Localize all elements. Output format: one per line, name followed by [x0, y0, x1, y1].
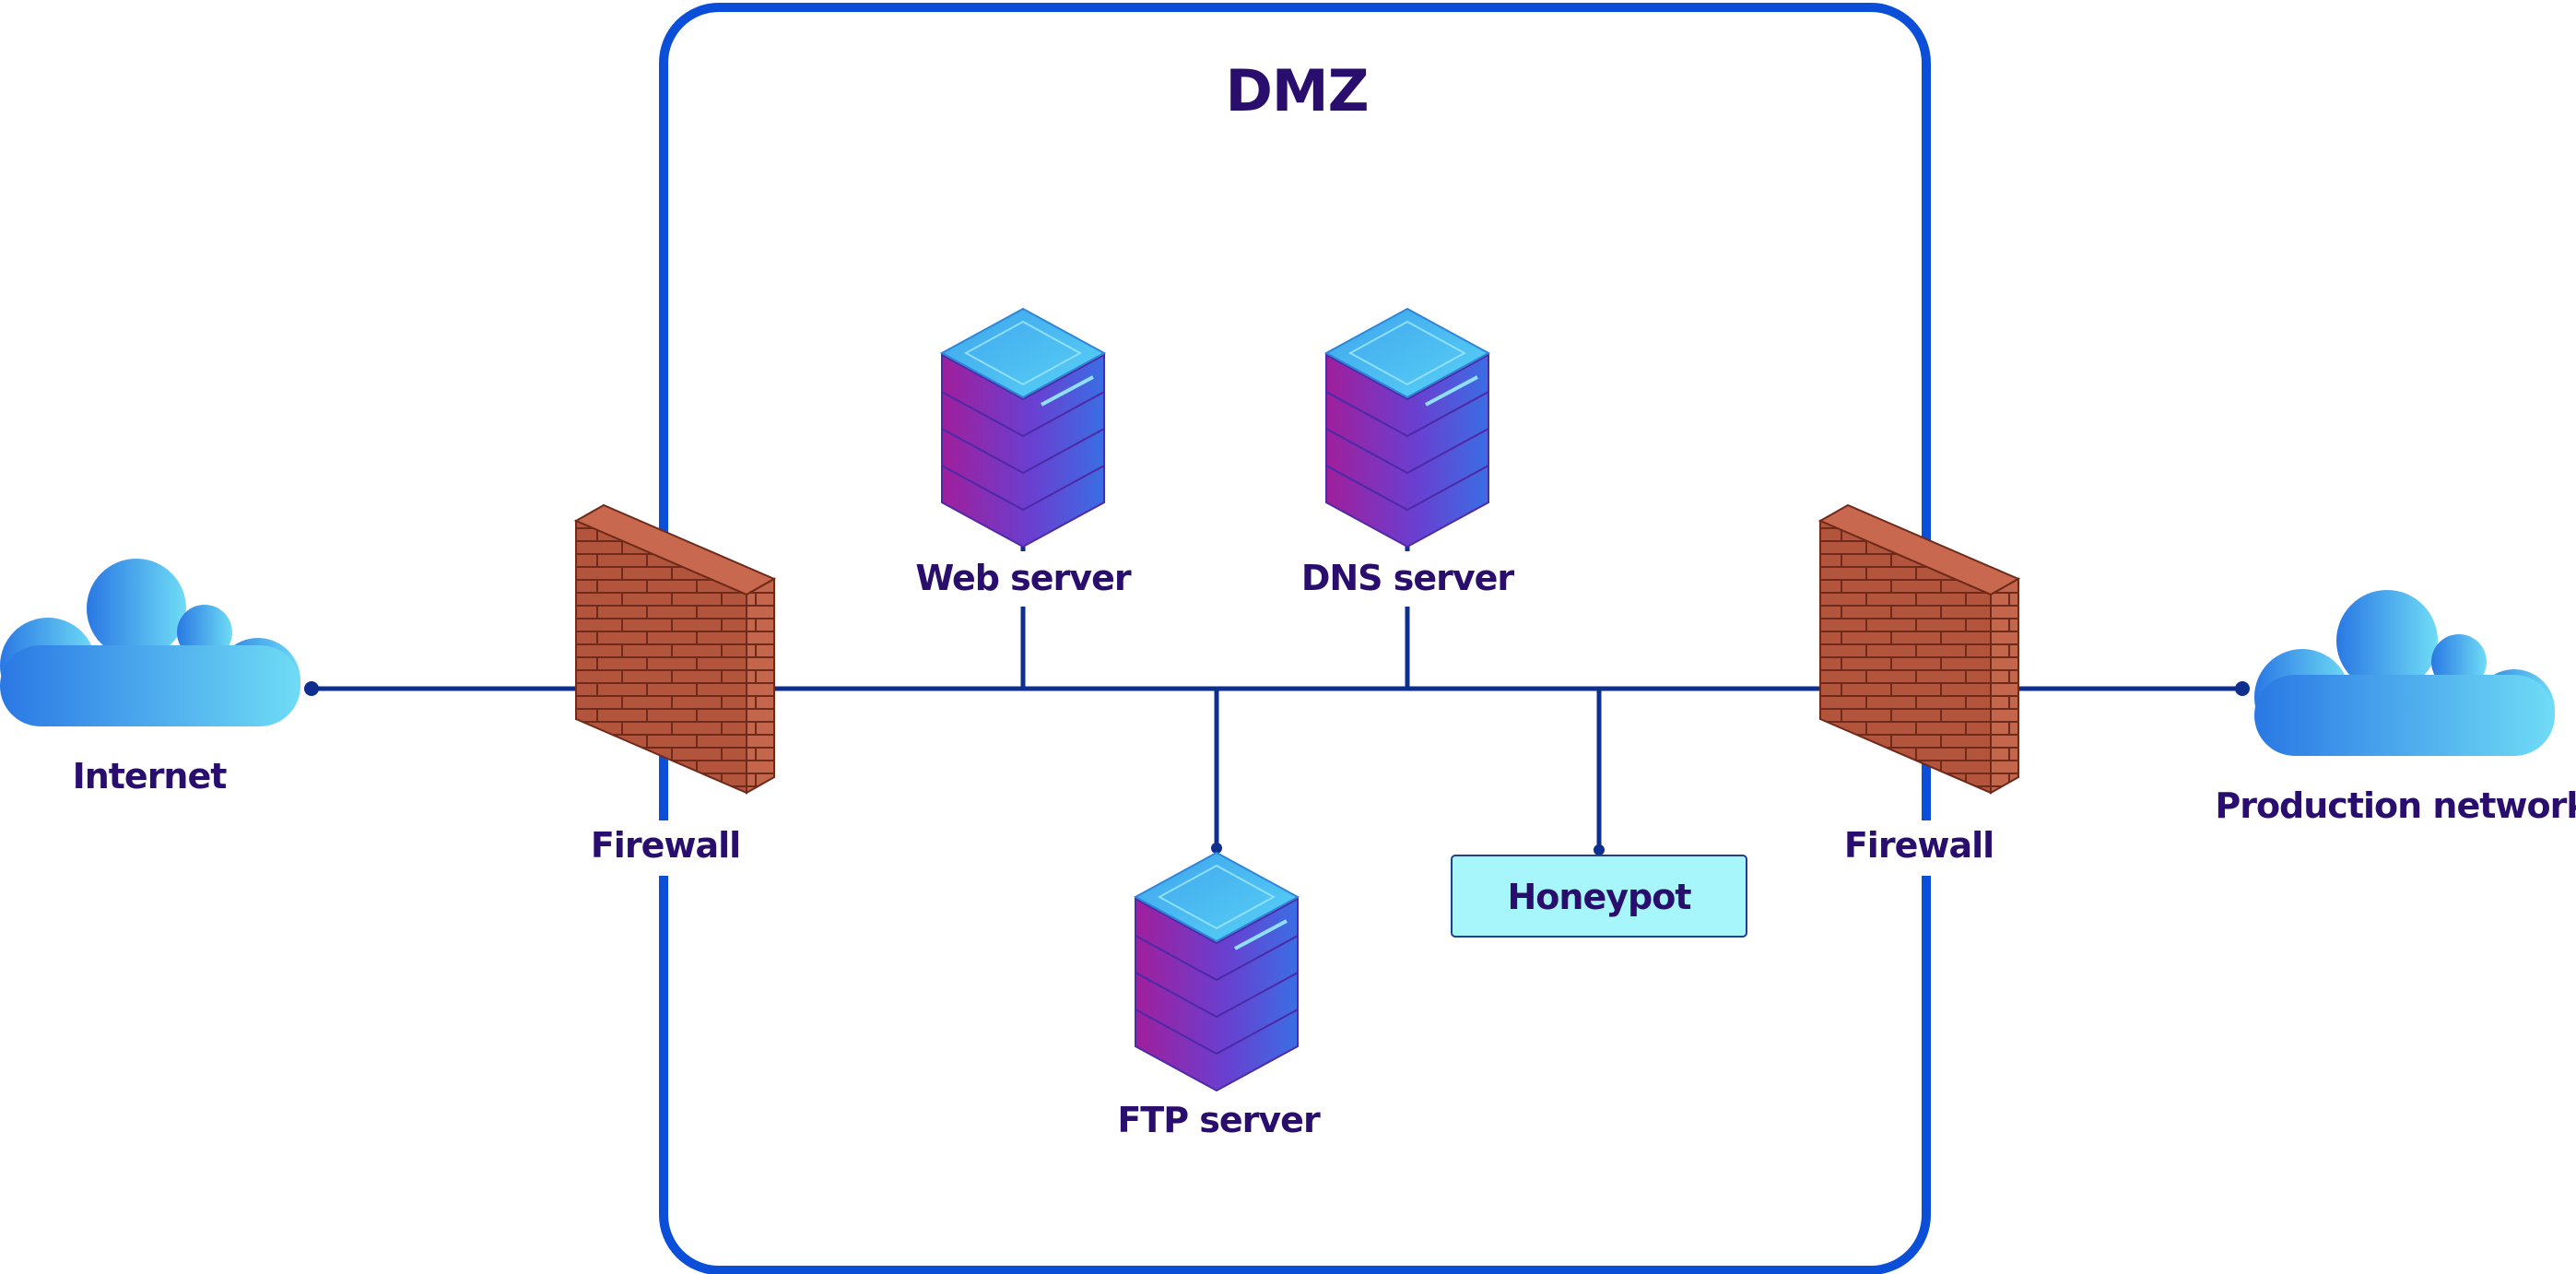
firewall-right-label: Firewall — [1844, 825, 1994, 866]
ftp-server-label: FTP server — [1117, 1100, 1321, 1140]
firewall-left-label: Firewall — [591, 825, 740, 866]
brick-wall-icon — [573, 503, 777, 795]
brick-wall-icon — [1817, 503, 2021, 795]
cloud-icon — [0, 559, 300, 726]
firewall-label-bg — [590, 820, 737, 876]
web-server-label: Web server — [915, 558, 1131, 598]
dmz-zone-border — [659, 3, 1931, 1274]
honeypot-label: Honeypot — [1508, 877, 1692, 917]
dns-server-label: DNS server — [1301, 558, 1515, 598]
server-stack-icon — [939, 307, 1107, 549]
server-stack-icon — [1323, 307, 1491, 549]
firewall-label-bg — [1839, 820, 1995, 876]
endpoint-production — [2235, 681, 2250, 696]
endpoint-internet — [304, 681, 319, 696]
honeypot-box — [1451, 855, 1747, 938]
internet-label: Internet — [73, 756, 228, 796]
endpoint-honeypot — [1594, 844, 1605, 855]
network-links — [312, 525, 2242, 850]
endpoint-ftp-server — [1211, 843, 1222, 854]
production-network-label: Production network — [2215, 785, 2576, 826]
dmz-title: DMZ — [1225, 57, 1368, 124]
server-stack-icon — [1133, 851, 1300, 1092]
cloud-icon — [2254, 590, 2555, 756]
